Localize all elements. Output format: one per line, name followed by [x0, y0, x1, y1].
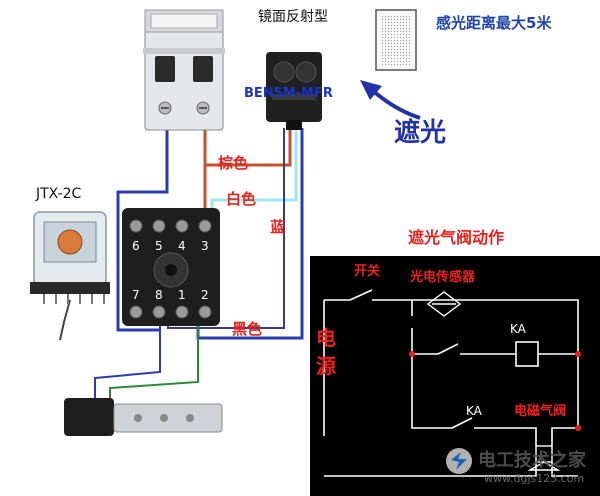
pin-1: 1	[178, 288, 186, 302]
pin-4: 4	[178, 239, 186, 253]
schematic-wiring	[323, 289, 581, 477]
switch-label: 开关	[354, 264, 381, 279]
pin-7: 7	[132, 288, 140, 302]
white-wire-label: 白色	[226, 190, 257, 208]
relay-wire	[59, 299, 71, 341]
watermark-title: 电工技术之家	[478, 450, 586, 471]
watermark-logo-icon	[446, 448, 472, 474]
solenoid-valve-label: 电磁气阀	[514, 404, 567, 419]
black-wire-label: 黑色	[232, 320, 263, 338]
blue-wire-label: 蓝	[270, 218, 286, 236]
shading-label: 遮光	[394, 118, 447, 148]
socket-terminals	[129, 219, 212, 319]
watermark-url: www.dgjs123.com	[484, 472, 585, 485]
watermark: 电工技术之家 www.dgjs123.com	[440, 440, 600, 496]
sensing-distance-label: 感光距离最大5米	[436, 14, 552, 32]
brown-wire-label: 棕色	[218, 154, 249, 172]
brown-wire-sensor	[205, 128, 292, 167]
pin-6: 6	[132, 239, 140, 253]
relay-socket: 6 5 4 3 7 8 1 2	[122, 208, 220, 326]
power-label-1: 电	[316, 326, 336, 350]
blue-wire-breaker	[116, 120, 169, 332]
relay-model-label: JTX-2C	[36, 186, 82, 202]
shading-arrow-icon	[360, 80, 421, 120]
sensor-model-label: BEN5M-MFR	[244, 86, 333, 101]
photoelectric-sensor	[266, 52, 322, 130]
green-wire-valve	[109, 322, 199, 400]
action-title: 遮光气阀动作	[408, 228, 505, 247]
blue-wire-valve	[94, 318, 161, 400]
pin-2: 2	[201, 288, 209, 302]
relay-jtx2c	[30, 211, 110, 304]
pin-8: 8	[155, 288, 163, 302]
photo-sensor-label: 光电传感器	[410, 270, 476, 285]
pin-3: 3	[201, 239, 209, 253]
mirror-type-label: 镜面反射型	[258, 9, 328, 25]
circuit-breaker	[143, 9, 225, 131]
ka-contact-label: KA	[466, 404, 482, 418]
solenoid-valve-device	[64, 398, 223, 436]
ka-coil-label: KA	[510, 322, 526, 336]
pin-5: 5	[155, 239, 163, 253]
reflector-icon	[375, 9, 417, 71]
power-label-2: 源	[316, 354, 336, 378]
